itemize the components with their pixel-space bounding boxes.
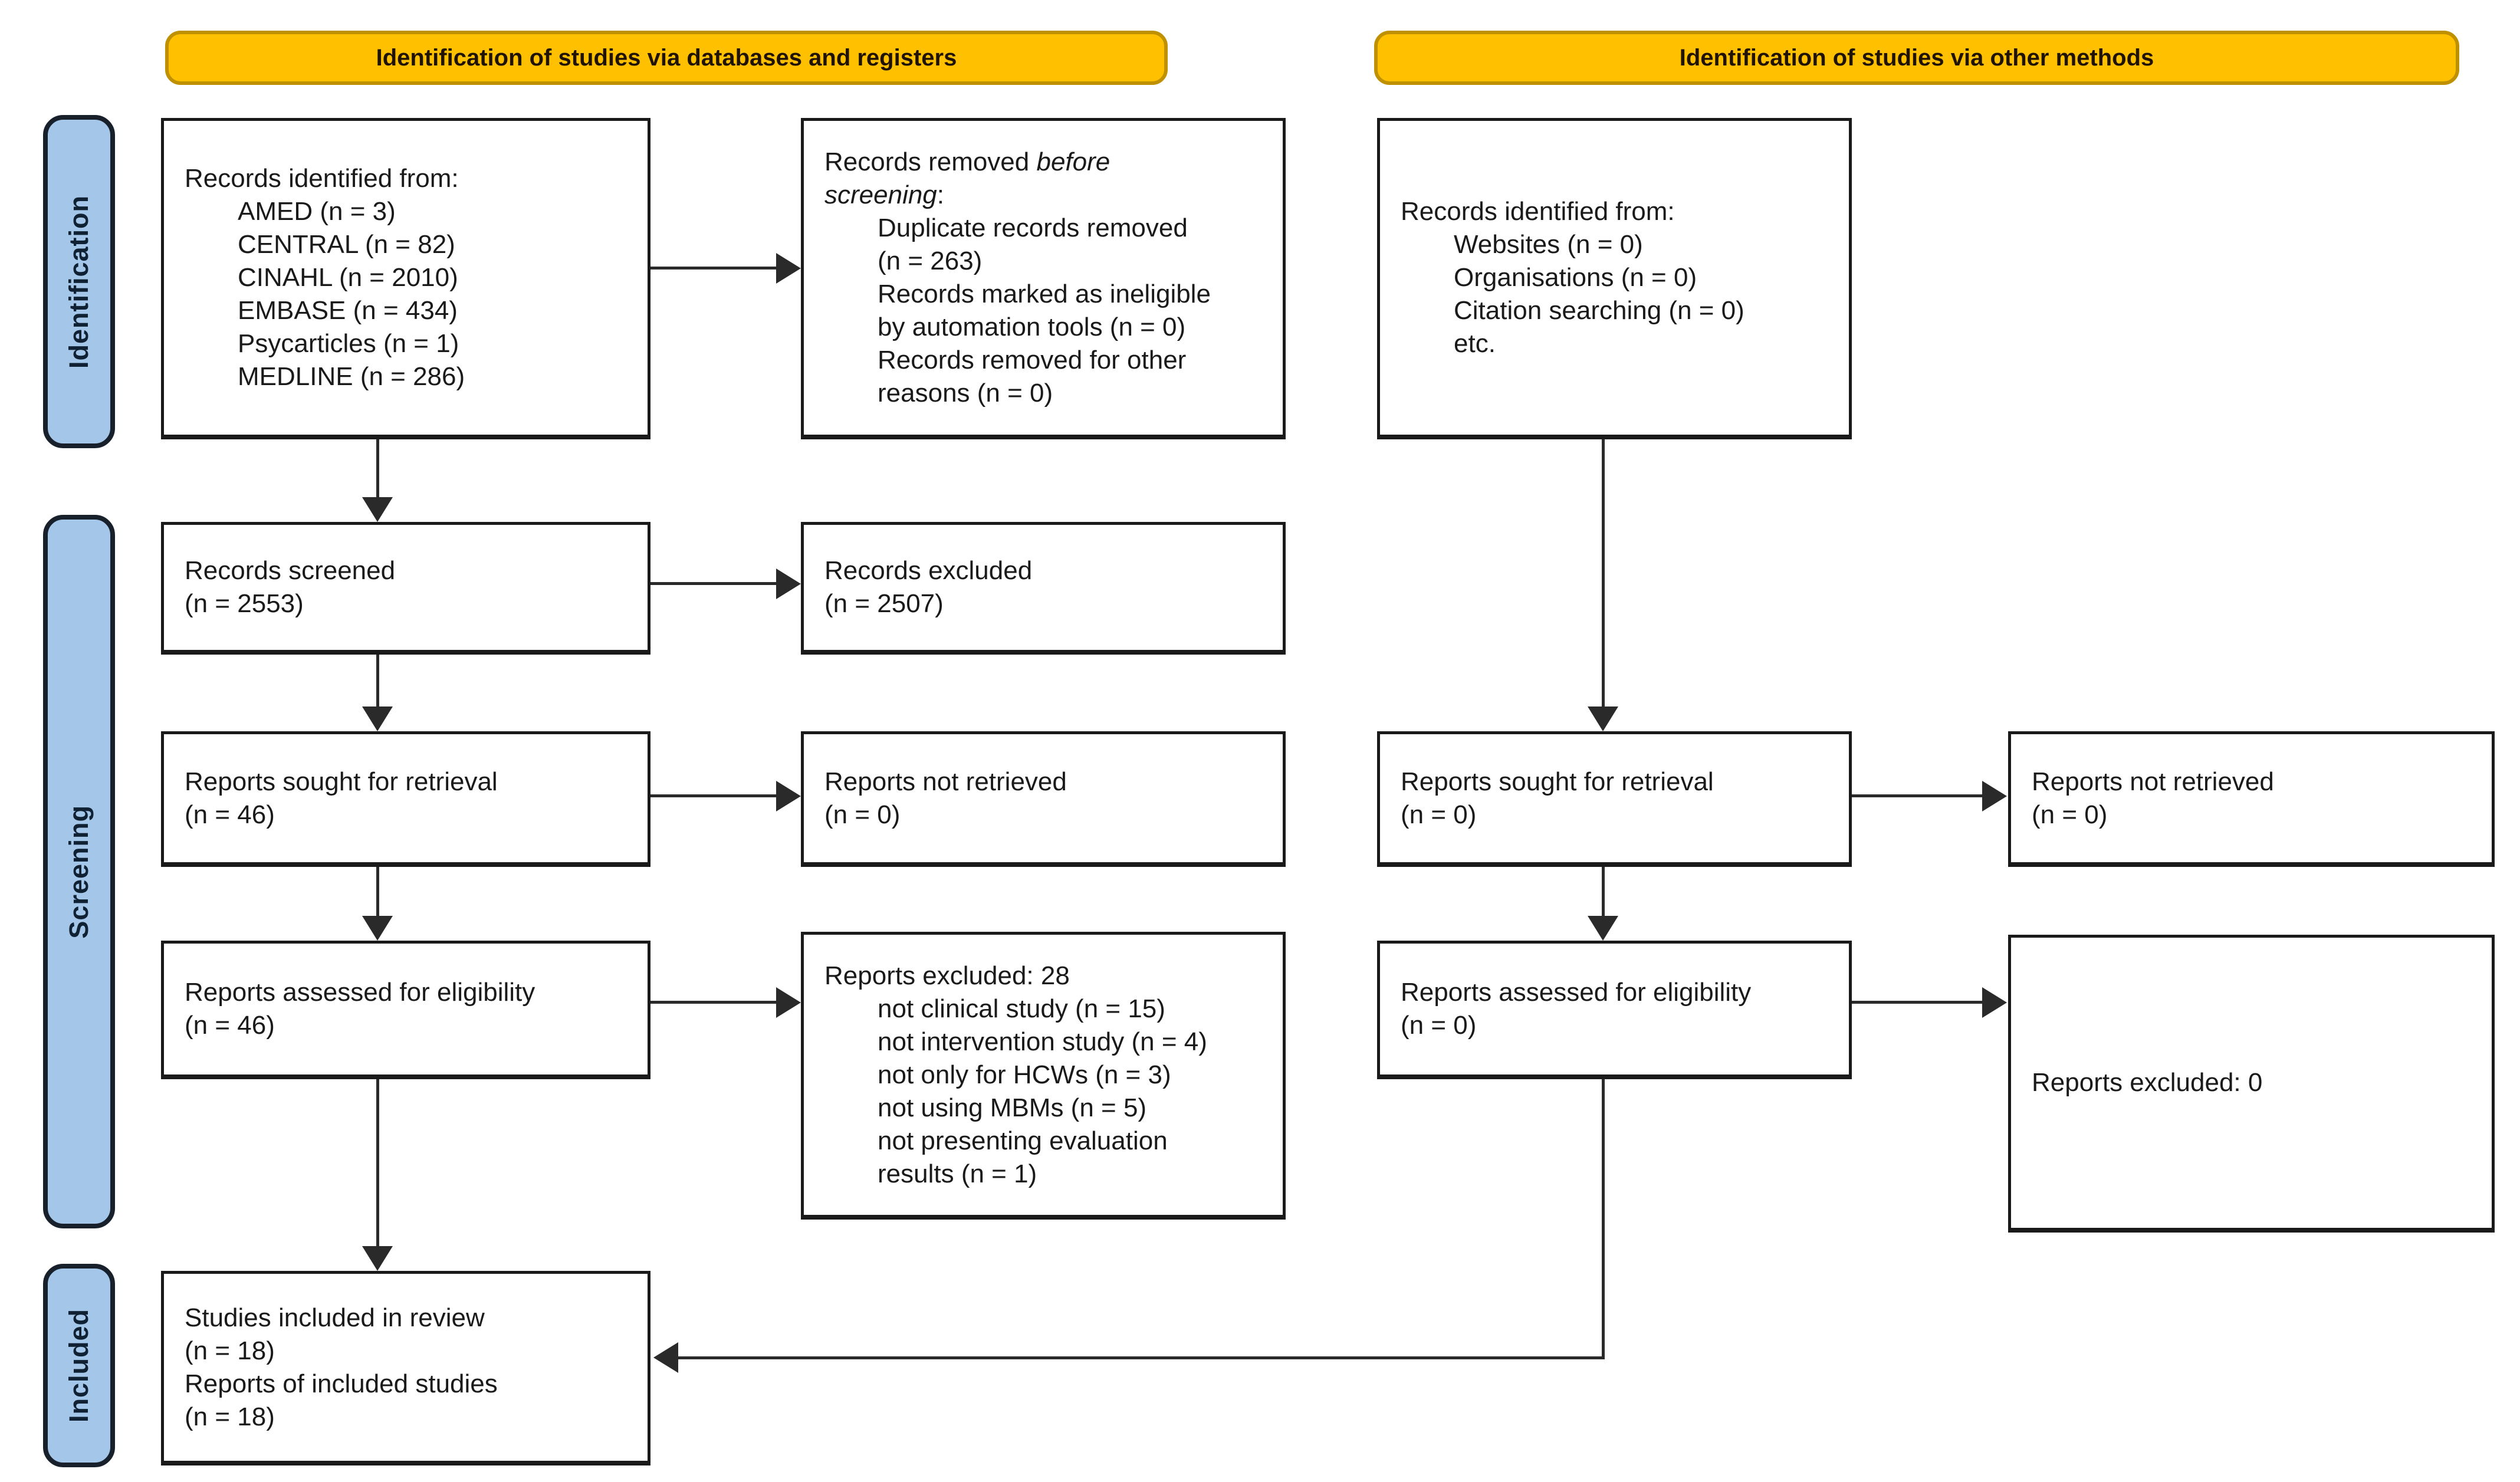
box-reports-excluded-reasons: Reports excluded: 28 not clinical study (… [801,932,1286,1220]
text-line: Records removed for other [878,346,1187,374]
text-line: Organisations (n = 0) [1454,263,1697,292]
text-line: (n = 263) [878,247,983,275]
text-line: screening: [824,180,945,209]
text-line: (n = 18) [185,1402,275,1431]
box-other-reports-not-retrieved: Reports not retrieved (n = 0) [2008,731,2495,867]
text-line: Records identified from: [1401,197,1675,226]
text-line: EMBASE (n = 434) [238,296,458,325]
box-reports-assessed: Reports assessed for eligibility (n = 46) [161,941,650,1079]
text-line: MEDLINE (n = 286) [238,362,465,391]
text-line: (n = 46) [185,800,275,829]
box-reports-sought: Reports sought for retrieval (n = 46) [161,731,650,867]
text-line: not presenting evaluation [878,1126,1168,1155]
text-line: by automation tools (n = 0) [878,313,1186,341]
text-line: (n = 2507) [824,589,944,618]
text-line: Duplicate records removed [878,213,1188,242]
text-line: Reports of included studies [185,1369,498,1398]
stage-screening-label: Screening [64,804,94,939]
stage-included-label: Included [64,1308,94,1422]
stage-identification: Identification [43,115,115,448]
box-other-reports-assessed: Reports assessed for eligibility (n = 0) [1377,941,1852,1079]
box-records-excluded: Records excluded (n = 2507) [801,522,1286,655]
text-line: Records excluded [824,556,1033,585]
text-line: Reports sought for retrieval [1401,767,1714,796]
text-line: Reports not retrieved [2032,767,2274,796]
text-line: Records identified from: [185,164,459,193]
header-databases-registers: Identification of studies via databases … [165,31,1168,85]
text-line: not clinical study (n = 15) [878,994,1165,1023]
text-line: Reports assessed for eligibility [185,978,535,1007]
text-line: not only for HCWs (n = 3) [878,1060,1171,1089]
text-line: (n = 0) [1401,1011,1477,1040]
header-other-methods: Identification of studies via other meth… [1374,31,2459,85]
text-line: Psycarticles (n = 1) [238,329,459,358]
box-studies-included: Studies included in review (n = 18) Report… [161,1271,650,1465]
text-line: AMED (n = 3) [238,197,396,226]
box-records-identified-other: Records identified from: Websites (n = 0)… [1377,118,1852,439]
text-line: Records screened [185,556,396,585]
stage-screening: Screening [43,515,115,1228]
text-line: (n = 0) [824,800,901,829]
text-line: reasons (n = 0) [878,379,1053,408]
box-other-reports-excluded: Reports excluded: 0 [2008,935,2495,1233]
box-records-screened: Records screened (n = 2553) [161,522,650,655]
text-line: Records removed before [824,147,1110,176]
text-line: Reports excluded: 0 [2032,1068,2263,1097]
text-line: not intervention study (n = 4) [878,1027,1207,1056]
text-line: Citation searching (n = 0) [1454,296,1744,325]
text-line: not using MBMs (n = 5) [878,1093,1147,1122]
text-line: (n = 18) [185,1336,275,1365]
stage-identification-label: Identification [64,195,94,369]
box-reports-not-retrieved: Reports not retrieved (n = 0) [801,731,1286,867]
text-line: Records marked as ineligible [878,280,1211,308]
text-line: CINAHL (n = 2010) [238,263,458,292]
text-line: (n = 46) [185,1011,275,1040]
text-line: etc. [1454,329,1496,358]
text-line: (n = 0) [1401,800,1477,829]
text-line: Reports sought for retrieval [185,767,498,796]
text-line: (n = 0) [2032,800,2108,829]
box-records-identified-databases: Records identified from: AMED (n = 3) CENT… [161,118,650,439]
text-line: CENTRAL (n = 82) [238,230,455,259]
text-line: Websites (n = 0) [1454,230,1643,259]
text-line: Reports assessed for eligibility [1401,978,1752,1007]
header-databases-label: Identification of studies via databases … [376,44,957,71]
header-other-label: Identification of studies via other meth… [1679,44,2154,71]
text-line: Studies included in review [185,1303,485,1332]
text-line: Reports not retrieved [824,767,1067,796]
stage-included: Included [43,1264,115,1467]
box-records-removed-before-screening: Records removed before screening: Duplicat… [801,118,1286,439]
box-other-reports-sought: Reports sought for retrieval (n = 0) [1377,731,1852,867]
text-line: results (n = 1) [878,1159,1037,1188]
text-line: (n = 2553) [185,589,304,618]
text-line: Reports excluded: 28 [824,961,1070,990]
